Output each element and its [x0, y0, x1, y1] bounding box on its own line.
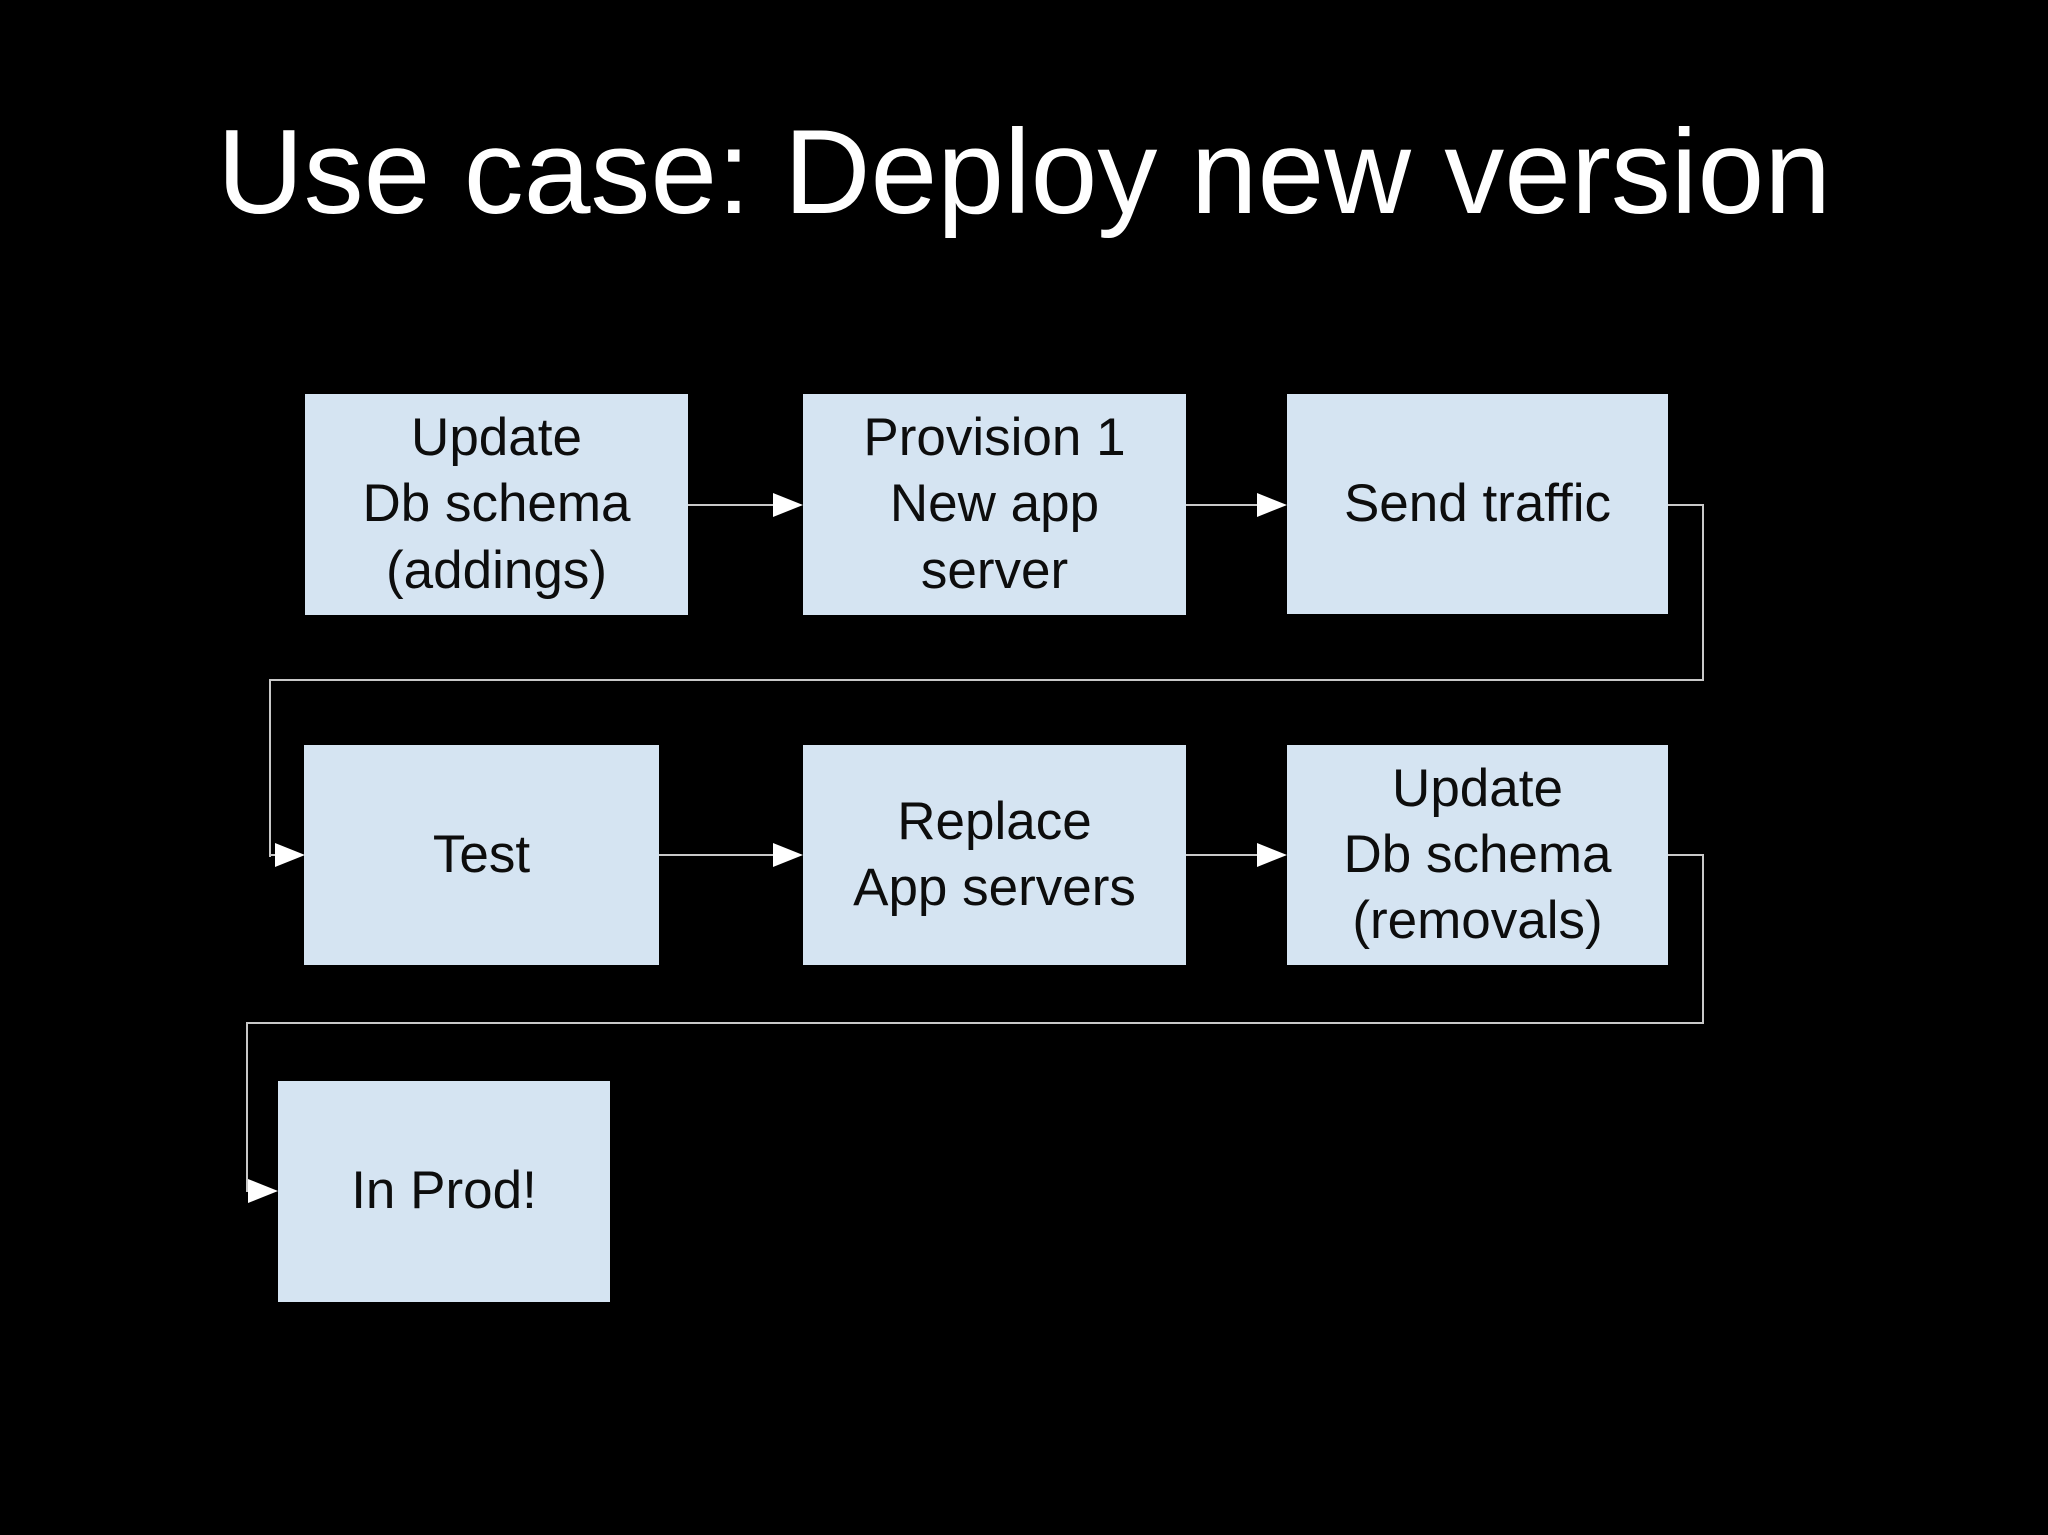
- node-update-db-schema-addings: Update Db schema (addings): [305, 394, 688, 615]
- edge-removals-to-inprod-arrowhead: [248, 1179, 278, 1203]
- edge-replace-to-removals-arrowhead: [1257, 843, 1287, 867]
- edge-removals-to-inprod-segment-down-right: [1702, 854, 1704, 1024]
- edge-sendtraffic-to-test-segment-down-right: [1702, 504, 1704, 681]
- edge-test-to-replace-arrowhead: [773, 843, 803, 867]
- edge-sendtraffic-to-test-segment-in: [269, 854, 279, 856]
- edge-sendtraffic-to-test-arrowhead: [275, 843, 305, 867]
- edge-removals-to-inprod-segment-out: [1668, 854, 1704, 856]
- node-update-db-schema-removals: Update Db schema (removals): [1287, 745, 1668, 965]
- edge-sendtraffic-to-test-segment-down-left: [269, 679, 271, 857]
- edge-sendtraffic-to-test-segment-out: [1668, 504, 1704, 506]
- edge-replace-to-removals-line: [1186, 854, 1257, 856]
- edge-provision-to-sendtraffic-arrowhead: [1257, 493, 1287, 517]
- node-send-traffic: Send traffic: [1287, 394, 1668, 614]
- edge-test-to-replace-line: [659, 854, 773, 856]
- edge-provision-to-sendtraffic-line: [1186, 504, 1257, 506]
- edge-addings-to-provision-line: [688, 504, 773, 506]
- edge-sendtraffic-to-test-segment-across: [269, 679, 1704, 681]
- node-in-prod: In Prod!: [278, 1081, 610, 1302]
- edge-removals-to-inprod-segment-down-left: [246, 1022, 248, 1192]
- node-provision-new-app-server: Provision 1 New app server: [803, 394, 1186, 615]
- edge-removals-to-inprod-segment-across: [246, 1022, 1704, 1024]
- node-replace-app-servers: Replace App servers: [803, 745, 1186, 965]
- edge-addings-to-provision-arrowhead: [773, 493, 803, 517]
- node-test: Test: [304, 745, 659, 965]
- slide-title: Use case: Deploy new version: [216, 105, 1832, 239]
